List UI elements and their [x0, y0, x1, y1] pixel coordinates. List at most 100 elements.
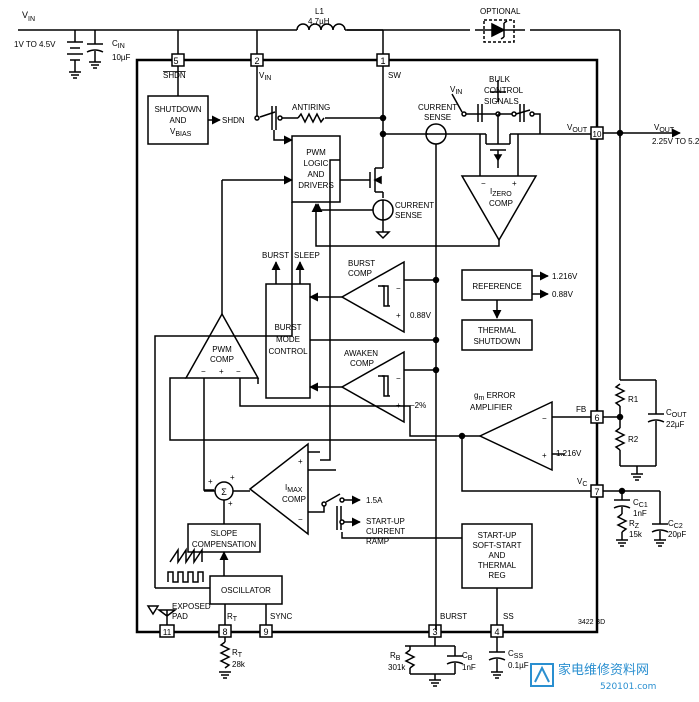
- burst-mode-line2: MODE: [276, 335, 300, 344]
- burst-comp-line2: COMP: [348, 269, 372, 278]
- burst-pin-label: BURST: [440, 612, 467, 621]
- ramp-line3: RAMP: [366, 537, 389, 546]
- pwm-comp-minus: −: [201, 367, 206, 376]
- reference-out-2: 0.88V: [552, 290, 574, 299]
- imax-comparator: [248, 442, 309, 536]
- sum-plus-3: +: [228, 499, 233, 508]
- awaken-line2: COMP: [350, 359, 374, 368]
- cin-value: 10µF: [112, 53, 131, 62]
- cc1-value: 1nF: [633, 509, 647, 518]
- imax-minus: −: [298, 515, 303, 524]
- watermark-url: 520101.com: [600, 682, 656, 692]
- current-sense-top-line2: SENSE: [424, 113, 451, 122]
- vin-pin-label: VIN: [259, 71, 271, 82]
- pin-3-number: 3: [432, 627, 437, 637]
- css-label: CSS: [508, 649, 523, 660]
- pin-4-number: 4: [494, 627, 499, 637]
- startup-line2: SOFT-START: [472, 541, 521, 550]
- pin-10-number: 10: [593, 130, 602, 139]
- rb-label: RB: [390, 651, 401, 662]
- awaken-ref: −2%: [410, 401, 426, 410]
- current-sense-mid-line2: SENSE: [395, 211, 422, 220]
- pwm-logic-line1: PWM: [306, 148, 326, 157]
- bulk-line2: CONTROL: [484, 86, 524, 95]
- rt-label: RT: [232, 648, 243, 659]
- imax-plus: +: [298, 457, 303, 466]
- vc-inner-label: VC: [577, 477, 587, 488]
- fb-inner-label: FB: [576, 405, 586, 414]
- shdn-pin-label: SHDN: [163, 71, 186, 80]
- sleep-signal-label: SLEEP: [294, 251, 320, 260]
- shutdown-line2: AND: [170, 116, 187, 125]
- antiring-label: ANTIRING: [292, 103, 330, 112]
- cout-value: 22µF: [666, 420, 685, 429]
- pwm-logic-line2: LOGIC: [304, 159, 329, 168]
- pin-11-number: 11: [163, 628, 172, 637]
- vout-inner-label: VOUT: [567, 123, 588, 134]
- pin-5-number: 5: [173, 56, 178, 66]
- burst-comp-line1: BURST: [348, 259, 375, 268]
- ss-pin-label: SS: [503, 612, 514, 621]
- css-value: 0.1µF: [508, 661, 529, 670]
- pwm-logic-line4: DRIVERS: [298, 181, 334, 190]
- pin-6-number: 6: [594, 413, 599, 423]
- r2-label: R2: [628, 435, 639, 444]
- error-amp-minus: −: [542, 414, 547, 423]
- burst-mode-line1: BURST: [274, 323, 301, 332]
- awaken-line1: AWAKEN: [344, 349, 378, 358]
- izero-label: IZERO: [490, 187, 512, 198]
- pin-2-number: 2: [254, 56, 259, 66]
- burst-comp-minus: −: [396, 284, 401, 293]
- current-sense-top-line1: CURRENT: [418, 103, 457, 112]
- shutdown-line3: VBIAS: [170, 127, 192, 138]
- rz-label: RZ: [629, 519, 640, 530]
- oscillator-block: [209, 575, 283, 605]
- awaken-minus: −: [396, 374, 401, 383]
- watermark-title: 家电维修资料网: [558, 662, 649, 678]
- oscillator-label: OSCILLATOR: [221, 586, 271, 595]
- pwm-comp-line1: PWM: [212, 345, 232, 354]
- figure-id: 3422 BD: [578, 619, 605, 626]
- pin-7-number: 7: [594, 487, 599, 497]
- burst-comp-ref: 0.88V: [410, 311, 432, 320]
- thermal-shutdown-block: [461, 319, 533, 351]
- vin-range-label: 1V TO 4.5V: [14, 40, 56, 49]
- vin-input-label: VIN: [22, 10, 35, 23]
- cc2-value: 20pF: [668, 530, 686, 539]
- startup-line3: AND: [489, 551, 506, 560]
- ramp-line2: CURRENT: [366, 527, 405, 536]
- pwm-comp-minus-2: −: [236, 367, 241, 376]
- sigma-symbol: Σ: [221, 487, 227, 497]
- cc1-label: CC1: [633, 498, 648, 509]
- thermal-line2: SHUTDOWN: [473, 337, 520, 346]
- bulk-line3: SIGNALS: [484, 97, 519, 106]
- rb-value: 301k: [388, 663, 406, 672]
- izero-comp-label: COMP: [489, 199, 513, 208]
- sync-pin-label: SYNC: [270, 612, 292, 621]
- sw-pin-label: SW: [388, 71, 401, 80]
- pwm-comp-line2: COMP: [210, 355, 234, 364]
- ramp-line1: START-UP: [366, 517, 405, 526]
- imax-comp-label: COMP: [282, 495, 306, 504]
- sum-plus-1: +: [208, 477, 213, 486]
- optional-label: OPTIONAL: [480, 7, 521, 16]
- rt-pin-label: RT: [227, 612, 238, 623]
- sum-plus-2: +: [230, 473, 235, 482]
- burst-mode-line3: CONTROL: [268, 347, 308, 356]
- chip-outline: [135, 58, 599, 634]
- pin-9-number: 9: [263, 627, 268, 637]
- cout-label: COUT: [666, 408, 687, 419]
- imax-limit-label: 1.5A: [366, 496, 383, 505]
- pwm-logic-block: [291, 135, 341, 203]
- rz-value: 15k: [629, 530, 643, 539]
- slope-line1: SLOPE: [211, 529, 238, 538]
- current-sense-mid-line1: CURRENT: [395, 201, 434, 210]
- pwm-logic-line3: AND: [308, 170, 325, 179]
- error-amp-plus: +: [542, 451, 547, 460]
- startup-line1: START-UP: [478, 531, 517, 540]
- thermal-line1: THERMAL: [478, 326, 517, 335]
- reference-label: REFERENCE: [472, 282, 521, 291]
- burst-signal-label: BURST: [262, 251, 289, 260]
